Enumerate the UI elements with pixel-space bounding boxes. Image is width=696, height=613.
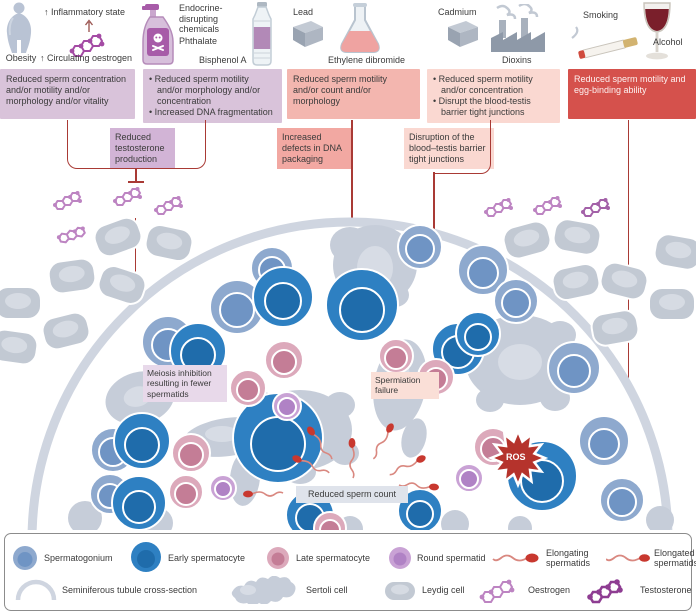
legend-label: Oestrogen [528, 585, 571, 595]
cadmium-label: Cadmium [438, 7, 477, 17]
factory-icon [491, 4, 545, 52]
cadmium-brick-icon [448, 21, 478, 47]
leydig-cell-legend-icon [385, 582, 415, 600]
cigarette-icon [571, 26, 638, 59]
testosterone-legend-icon [587, 579, 623, 604]
inflammatory-state-label: ↑ Inflammatory state [44, 7, 126, 17]
mechanism-box-btb: Disruption of the blood–testis barrier t… [404, 128, 494, 169]
spray-bottle-icon [142, 4, 174, 65]
early-spermatocyte-legend-icon [131, 542, 161, 572]
effect-box-edc: Reduced sperm motility and/or morphology… [143, 69, 282, 123]
late-spermatocyte-legend-icon [267, 547, 289, 569]
connector-tbar [128, 181, 144, 183]
ros-label: ROS [506, 452, 526, 462]
seminiferous-tubule-diagram [0, 187, 696, 530]
oestrogen-molecule-icon [69, 33, 105, 57]
mechanism-box-testosterone: Reduced testosterone production [110, 128, 175, 169]
seminiferous-tubule-legend-icon [15, 579, 57, 601]
lead-label: Lead [293, 7, 314, 17]
wine-glass-icon [643, 2, 671, 60]
up-arrow-icon [84, 19, 94, 32]
effect-bullet: Disrupt the blood-testis barrier tight j… [433, 96, 554, 118]
obesity-label: Obesity [5, 53, 37, 63]
effect-box-obesity: Reduced sperm concentration and/or motil… [0, 69, 135, 119]
elongating-spermatids-legend-icon [492, 553, 539, 563]
effect-bullet: Increased DNA fragmentation [149, 107, 276, 118]
legend-label: Leydig cell [422, 585, 465, 595]
ros-burst-icon [487, 427, 549, 489]
effect-box-smoking-alcohol: Reduced sperm motility and egg-binding a… [568, 69, 696, 119]
bisphenol-a-label: Bisphenol A [199, 55, 247, 65]
legend-label: Late spermatocyte [296, 553, 371, 563]
legend-label: Round spermatid [417, 553, 486, 563]
smoking-label: Smoking [583, 10, 619, 20]
legend-label: Elongating spermatids [546, 548, 591, 569]
lead-brick-icon [293, 21, 323, 47]
leydig-cells-left [0, 216, 194, 366]
effect-bullet: Reduced sperm motility and/or concentrat… [433, 74, 554, 96]
leydig-cells-right [502, 218, 696, 347]
mechanism-box-dna-packaging: Increased defects in DNA packaging [277, 128, 353, 169]
legend-label: Spermatogonium [44, 553, 113, 563]
legend-label: Seminiferous tubule cross-section [62, 585, 198, 595]
effect-bullet: Reduced sperm motility and/or morphology… [149, 74, 276, 107]
round-spermatid-cells [209, 391, 484, 502]
spermatogonium-legend-icon [13, 546, 37, 570]
sertoli-cell-legend-icon [231, 576, 296, 604]
connector-stem [135, 168, 137, 181]
meiosis-inhibition-label: Meiosis inhibition resulting in fewer sp… [143, 365, 227, 403]
flask-icon [340, 3, 380, 53]
legend-label: Early spermatocyte [168, 553, 246, 563]
effect-text: Reduced sperm motility and/or count and/… [293, 74, 388, 106]
late-spermatocyte-cells [168, 338, 513, 530]
legend-label: Sertoli cell [306, 585, 348, 595]
phthalate-label: Phthalate [179, 36, 218, 46]
effect-box-cadmium: Reduced sperm motility and/or concentrat… [427, 69, 560, 123]
reduced-sperm-count-label: Reduced sperm count [296, 486, 408, 503]
ethylene-dibromide-label: Ethylene dibromide [328, 55, 406, 65]
early-spermatocyte-cells [111, 266, 578, 530]
water-bottle-icon [252, 2, 272, 66]
legend [4, 533, 692, 611]
obesity-person-icon [6, 2, 32, 53]
effect-text: Reduced sperm motility and egg-binding a… [574, 74, 686, 95]
circulating-oestrogen-label: ↑ Circulating oestrogen [40, 53, 133, 63]
spermiation-failure-label: Spermiation failure [371, 372, 439, 399]
legend-label: Testosterone [640, 585, 692, 595]
effect-box-lead: Reduced sperm motility and/or count and/… [287, 69, 420, 119]
oestrogen-molecules [53, 187, 610, 244]
elongated-spermatids-legend-icon [606, 554, 650, 562]
alcohol-label: Alcohol [653, 37, 683, 47]
dioxins-label: Dioxins [502, 55, 532, 65]
edc-label: Endocrine-disrupting chemicals [179, 3, 223, 35]
effect-text: Reduced sperm concentration and/or motil… [6, 74, 127, 106]
connector-bracket-left [67, 120, 206, 169]
round-spermatid-legend-icon [389, 547, 411, 569]
oestrogen-legend-icon [479, 579, 515, 603]
legend-label: Elongated spermatids [654, 548, 696, 569]
connector-elbow-cadmium [433, 120, 491, 174]
